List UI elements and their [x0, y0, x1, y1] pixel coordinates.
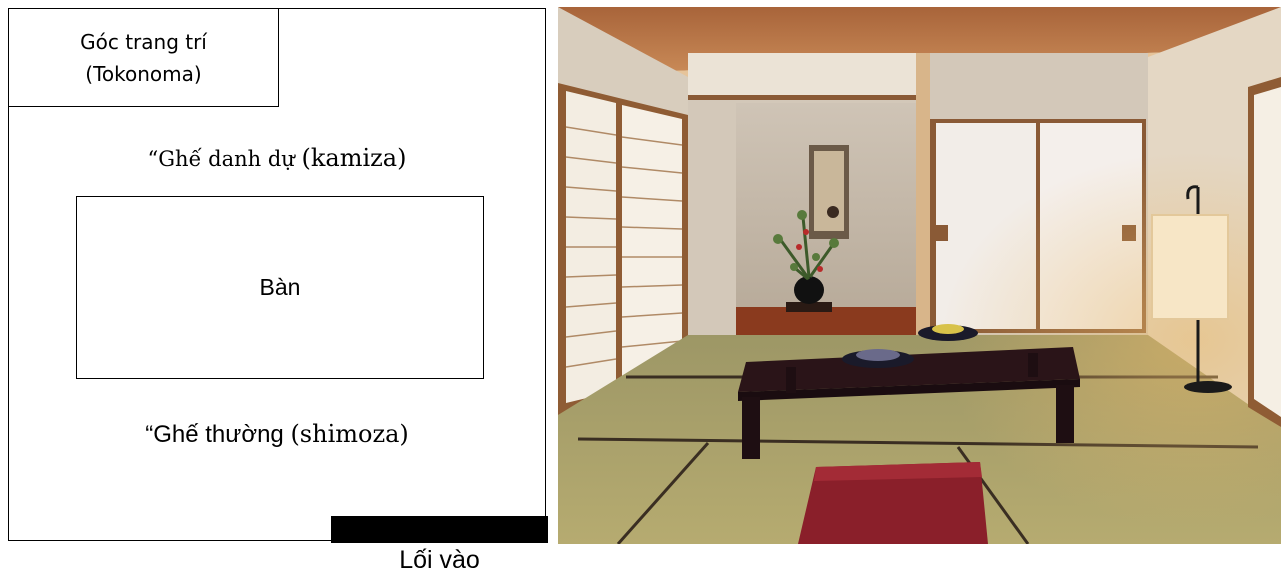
tokonoma-box: Góc trang trí (Tokonoma) [8, 8, 279, 107]
right-shoji-panel [1254, 87, 1281, 417]
dish-food-back [932, 324, 964, 334]
entrance-label: Lối vào [399, 546, 480, 574]
lamp-shade [1152, 215, 1228, 319]
shimoza-latin: (shimoza) [290, 420, 409, 448]
dish-food-front [856, 349, 900, 361]
zabuton-top-edge [814, 462, 982, 481]
tatami-room-illustration [558, 7, 1281, 544]
tatami-room-photo [558, 7, 1281, 544]
lamp-base [1184, 381, 1232, 393]
table-leg-back-right [1028, 353, 1038, 377]
shimoza-text: “Ghế thường [145, 421, 291, 448]
entrance-bar [331, 516, 548, 543]
kamiza-label: “Ghế danh dự (kamiza) [0, 144, 554, 172]
table-leg-front-left [742, 397, 760, 459]
low-table-top [738, 347, 1080, 392]
seating-floor-plan: Góc trang trí (Tokonoma) “Ghế danh dự (k… [0, 0, 560, 580]
zabuton-cushion [798, 462, 988, 544]
low-table-edge [738, 379, 1080, 401]
table-box: Bàn [76, 196, 484, 379]
table-leg-front-right [1056, 385, 1074, 443]
kamiza-text: “Ghế danh dự [147, 147, 302, 171]
shimoza-label: “Ghế thường (shimoza) [0, 420, 554, 449]
tokonoma-label-line2: (Tokonoma) [85, 61, 202, 86]
kamiza-latin: (kamiza) [301, 144, 407, 172]
table-leg-back-left [786, 367, 796, 393]
table-label: Bàn [259, 274, 301, 300]
tokonoma-label-line1: Góc trang trí [80, 29, 207, 54]
lamp-hook [1186, 185, 1199, 200]
